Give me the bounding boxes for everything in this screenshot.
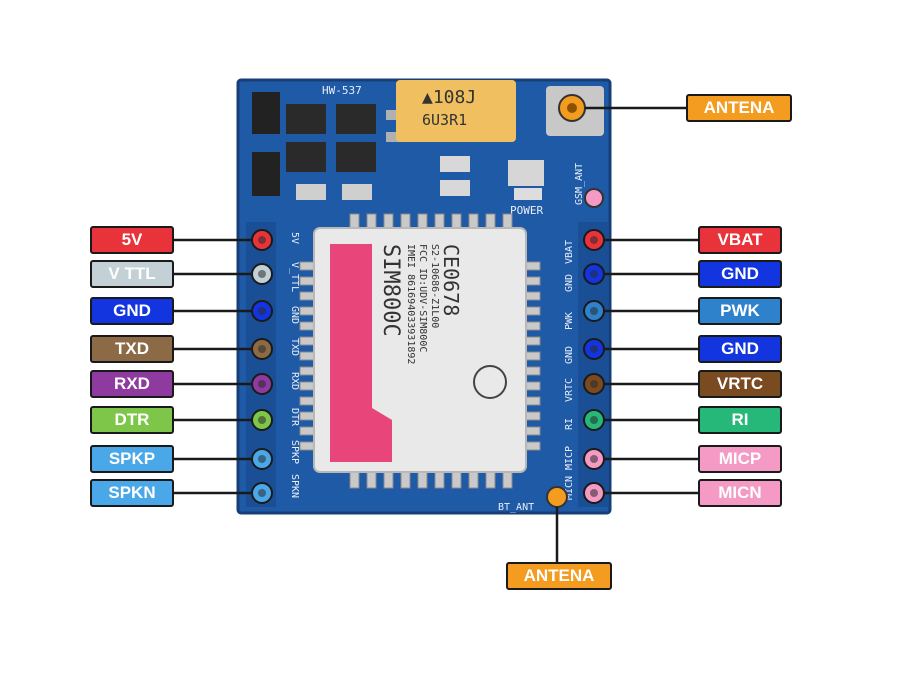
svg-text:GND: GND xyxy=(289,306,300,324)
svg-text:VRTC: VRTC xyxy=(564,378,575,402)
label-right-vbat: VBAT xyxy=(698,226,782,254)
svg-text:GND: GND xyxy=(564,346,575,364)
right-pin-1-hole xyxy=(590,236,598,244)
top-components xyxy=(252,86,604,200)
label-left-gnd: GND xyxy=(90,297,174,325)
left-silk-names: 5V V_TTL GND TXD RXD DTR SPKP SPKN xyxy=(289,232,300,498)
module-pink-stripe xyxy=(330,244,392,462)
label-right-micn: MICN xyxy=(698,479,782,507)
label-antenna-bottom: ANTENA xyxy=(506,562,612,590)
svg-text:RI: RI xyxy=(564,418,575,430)
label-left-rxd: RXD xyxy=(90,370,174,398)
label-antenna-top: ANTENA xyxy=(686,94,792,122)
label-right-gnd: GND xyxy=(698,335,782,363)
left-pin-5-hole xyxy=(258,380,266,388)
label-right-vrtc: VRTC xyxy=(698,370,782,398)
left-pin-6-hole xyxy=(258,416,266,424)
module-cert-mark xyxy=(473,365,507,399)
label-left-v-ttl: V TTL xyxy=(90,260,174,288)
board-model: HW-537 xyxy=(322,84,362,97)
label-right-gnd: GND xyxy=(698,260,782,288)
module-fcc: FCC ID:UDV-SIM800C xyxy=(417,244,428,352)
label-right-ri: RI xyxy=(698,406,782,434)
module-marking: SIM800C IMEI 861694033931892 FCC ID:UDV-… xyxy=(378,244,463,364)
module-part: S2-10686-Z1L00 xyxy=(429,244,440,328)
svg-text:VBAT: VBAT xyxy=(564,240,575,264)
left-header-pins xyxy=(251,229,273,504)
power-silk: POWER xyxy=(510,204,543,217)
leader-lines xyxy=(174,106,698,562)
bt-ant-silk: BT_ANT xyxy=(498,502,534,513)
label-right-pwk: PWK xyxy=(698,297,782,325)
label-left-dtr: DTR xyxy=(90,406,174,434)
svg-text:SPKN: SPKN xyxy=(289,474,300,498)
left-pin-8-hole xyxy=(258,489,266,497)
left-pin-4-hole xyxy=(258,345,266,353)
label-left-txd: TXD xyxy=(90,335,174,363)
module-imei: IMEI 861694033931892 xyxy=(405,244,416,364)
label-left-5v: 5V xyxy=(90,226,174,254)
label-left-spkn: SPKN xyxy=(90,479,174,507)
module-ce: CE0678 xyxy=(439,244,463,316)
left-pin-2-hole xyxy=(258,270,266,278)
svg-text:V_TTL: V_TTL xyxy=(289,262,300,292)
right-pin-8-hole xyxy=(590,489,598,497)
module-brand: SIM800C xyxy=(378,244,403,337)
svg-text:RXD: RXD xyxy=(289,372,300,390)
svg-text:TXD: TXD xyxy=(289,338,300,356)
right-pin-7-hole xyxy=(590,455,598,463)
svg-text:5V: 5V xyxy=(289,232,300,244)
left-pin-3-hole xyxy=(258,307,266,315)
right-silk-names: VBAT GND PWK GND VRTC RI MICP MICN xyxy=(564,240,575,500)
svg-text:MICN: MICN xyxy=(564,476,575,500)
left-pin-7-hole xyxy=(258,455,266,463)
left-pin-1-hole xyxy=(258,236,266,244)
right-pin-5-hole xyxy=(590,380,598,388)
capacitor-marking-2: 6U3R1 xyxy=(422,111,467,129)
svg-text:DTR: DTR xyxy=(289,408,300,427)
bt-antenna-pad xyxy=(546,486,568,508)
right-pin-3-hole xyxy=(590,307,598,315)
right-pin-4-hole xyxy=(590,345,598,353)
label-left-spkp: SPKP xyxy=(90,445,174,473)
svg-text:SPKP: SPKP xyxy=(289,440,300,464)
right-pin-6-hole xyxy=(590,416,598,424)
svg-text:PWK: PWK xyxy=(564,312,575,330)
capacitor-marking-1: ▲108J xyxy=(422,87,476,108)
svg-text:MICP: MICP xyxy=(564,446,575,470)
gsm-ant-silk: GSM_ANT xyxy=(574,163,585,205)
tantalum-capacitor xyxy=(396,80,516,142)
gsm-ant-extra-pin xyxy=(584,188,604,208)
right-header-pins xyxy=(583,229,605,504)
svg-text:GND: GND xyxy=(564,274,575,292)
label-right-micp: MICP xyxy=(698,445,782,473)
right-pin-2-hole xyxy=(590,270,598,278)
